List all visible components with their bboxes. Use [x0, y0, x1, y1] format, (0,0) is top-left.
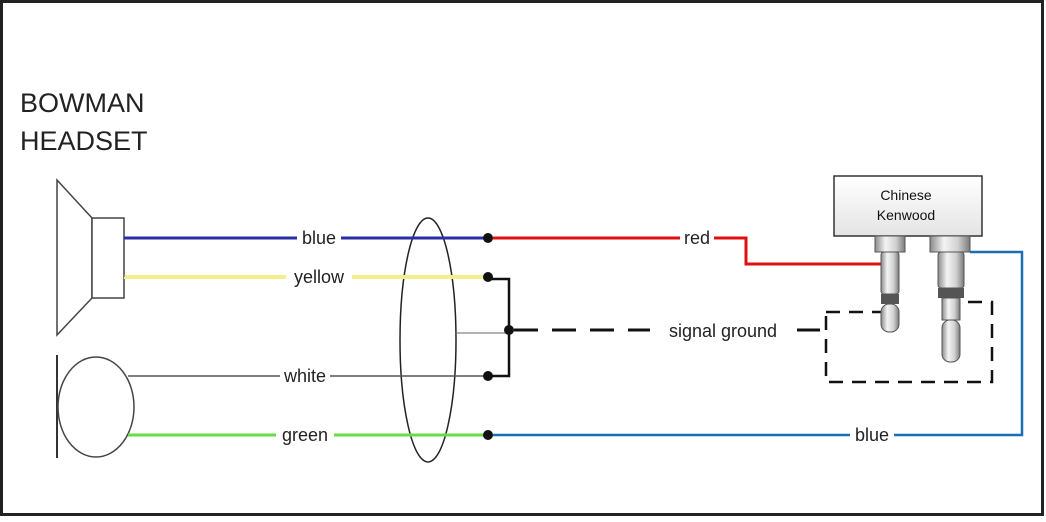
label-bg-white [280, 365, 330, 387]
headset-title-line1: BOWMAN [20, 88, 145, 118]
label-red: red [684, 228, 710, 248]
wire-red [493, 236, 882, 266]
cable-bundle-icon [399, 217, 457, 463]
speaker-icon [56, 178, 125, 337]
ground-enclosure [824, 300, 994, 384]
headset-title-line2: HEADSET [20, 126, 148, 156]
label-yellow: yellow [294, 267, 345, 287]
label-bg-blue-left [297, 227, 341, 249]
terminal-dot-white [483, 371, 493, 381]
label-bg-green [276, 424, 334, 446]
connector-label-line1: Chinese [880, 187, 932, 203]
label-white: white [283, 366, 326, 386]
label-green: green [282, 425, 328, 445]
wire-blue-right [493, 250, 1024, 437]
connector-label-line2: Kenwood [877, 207, 935, 223]
plug-right-icon [929, 235, 971, 363]
label-bg-blue-right [850, 424, 894, 446]
plug-left-icon [874, 235, 906, 333]
connector-box [833, 175, 983, 237]
terminal-dot-green [483, 430, 493, 440]
label-blue-left: blue [302, 228, 336, 248]
label-bg-signal-ground [653, 319, 793, 341]
label-signal-ground: signal ground [669, 321, 777, 341]
terminal-dot-yellow [483, 272, 493, 282]
label-blue-right: blue [855, 425, 889, 445]
terminal-dot-ground [504, 325, 514, 335]
microphone-icon [56, 355, 135, 458]
label-bg-red [680, 227, 714, 249]
terminal-dot-blue [483, 233, 493, 243]
label-bg-yellow [286, 266, 352, 288]
